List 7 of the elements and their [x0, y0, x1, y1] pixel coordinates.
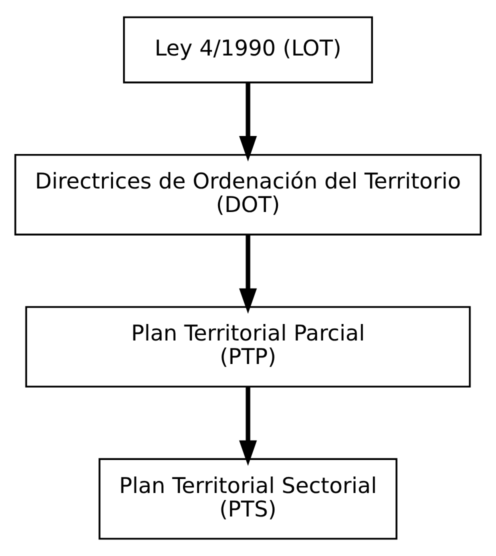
- node-box: Plan Territorial Parcial (PTP): [25, 306, 471, 388]
- arrow: [239, 386, 257, 466]
- node-box: Directrices de Ordenación del Territorio (DOT): [14, 154, 482, 236]
- node-box: Ley 4/1990 (LOT): [123, 16, 373, 84]
- node-box: Plan Territorial Sectorial (PTS): [98, 458, 398, 540]
- arrow: [239, 234, 257, 314]
- arrow: [239, 83, 257, 162]
